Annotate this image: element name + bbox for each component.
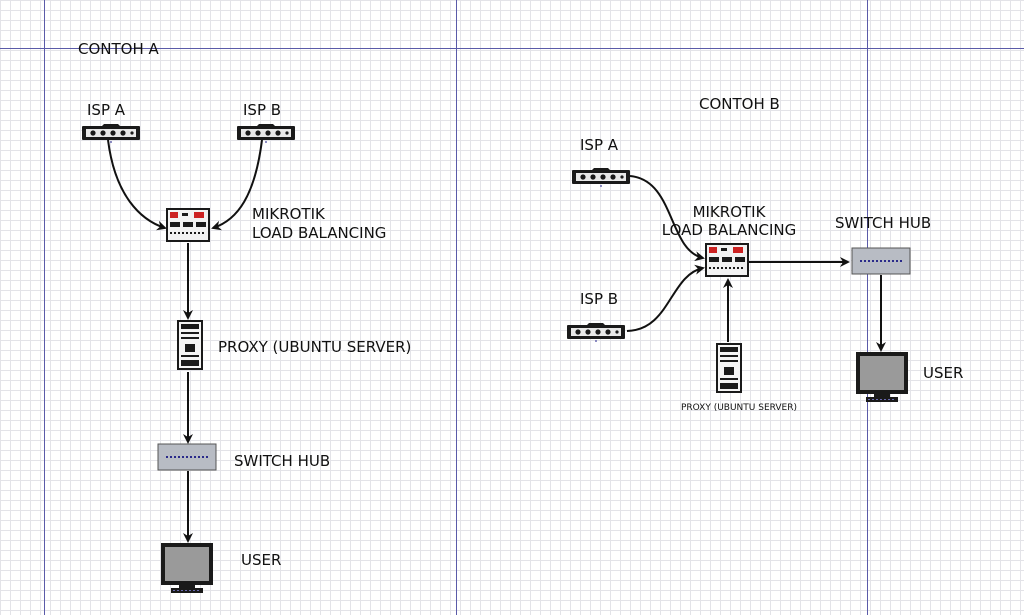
panel-a-isp-a-label: ISP A — [87, 101, 126, 119]
panel-b-connectors — [626, 175, 886, 352]
server-icon — [177, 320, 203, 370]
panel-b-switch-label: SWITCH HUB — [835, 214, 932, 232]
panel-b-user-label: USER — [923, 364, 964, 382]
panel-b-mikrotik-label-line1: MIKROTIK — [692, 203, 766, 221]
connector-b-isp-a-to-mikrotik — [629, 175, 705, 262]
panel-a-isp-b-label: ISP B — [243, 101, 282, 119]
panel-a-title: CONTOH A — [78, 40, 159, 58]
modem-icon — [237, 124, 295, 143]
panel-a-user-label: USER — [241, 551, 282, 569]
panel-b-title: CONTOH B — [699, 95, 780, 113]
panel-a-mikrotik-label-line1: MIKROTIK — [252, 205, 325, 223]
monitor-icon — [855, 351, 909, 403]
router-icon — [704, 242, 750, 278]
panel-a-switch-label: SWITCH HUB — [234, 452, 331, 470]
router-icon — [165, 207, 211, 243]
switch-icon — [157, 443, 217, 471]
panel-a-proxy-label: PROXY (UBUNTU SERVER) — [218, 338, 412, 356]
connector-b-isp-b-to-mikrotik — [626, 264, 705, 332]
switch-icon — [851, 247, 911, 275]
modem-icon — [82, 124, 140, 143]
panel-b-isp-b-label: ISP B — [580, 290, 619, 308]
server-icon — [716, 343, 742, 393]
panel-a-mikrotik-label-line2: LOAD BALANCING — [252, 224, 387, 242]
monitor-icon — [160, 542, 214, 594]
connector-a-isp-a-to-mikrotik — [107, 139, 167, 231]
modem-icon — [572, 168, 630, 187]
panel-a-connectors — [107, 139, 263, 543]
connector-a-isp-b-to-mikrotik — [211, 139, 263, 231]
panel-b-isp-a-label: ISP A — [580, 136, 619, 154]
modem-icon — [567, 323, 625, 342]
panel-b-proxy-label: PROXY (UBUNTU SERVER) — [680, 403, 798, 413]
panel-b-mikrotik-label-line2: LOAD BALANCING — [661, 221, 797, 239]
